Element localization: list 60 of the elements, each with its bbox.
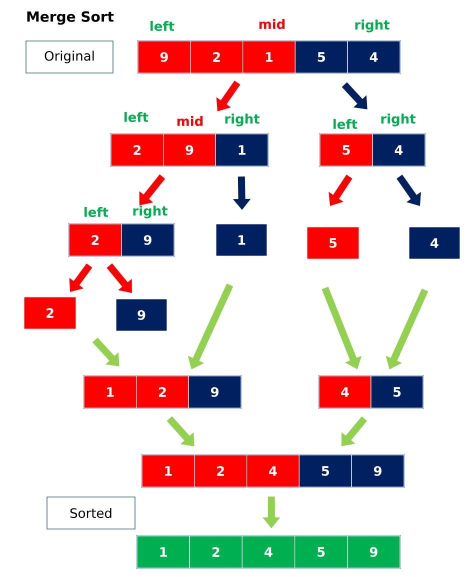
array-cell: 4 xyxy=(347,40,400,74)
array-cell: 2 xyxy=(190,40,244,74)
pointer-label: right xyxy=(355,20,390,32)
array-bar xyxy=(110,133,269,167)
array-cell: 9 xyxy=(347,536,400,568)
array-cell: 1 xyxy=(142,454,195,488)
array-cell: 5 xyxy=(298,454,352,488)
array-bar xyxy=(136,535,401,569)
pointer-label: left xyxy=(150,20,174,32)
block-arrow xyxy=(166,416,194,446)
block-arrow xyxy=(342,82,368,110)
array-cell: 4 xyxy=(372,134,426,166)
pointer-label: left xyxy=(84,206,108,218)
array-cell: 9 xyxy=(138,40,191,74)
array-cell: 9 xyxy=(116,298,168,332)
array-bar xyxy=(141,454,405,488)
array-cell: 5 xyxy=(320,134,373,166)
array-cell: 1 xyxy=(136,536,190,568)
array-cell: 1 xyxy=(215,134,268,166)
pointer-label: left xyxy=(334,118,358,130)
array-cell: 5 xyxy=(306,226,360,260)
pointer-label: left xyxy=(124,112,148,122)
block-arrow xyxy=(92,338,120,366)
array-cell: 2 xyxy=(189,536,242,568)
block-arrow xyxy=(341,416,368,446)
title: Merge Sort xyxy=(27,11,114,25)
array-cell: 9 xyxy=(163,134,216,166)
array-bar xyxy=(319,133,426,167)
array-cell: 4 xyxy=(408,226,460,260)
block-arrow xyxy=(139,174,166,206)
array-cell: 5 xyxy=(370,376,424,408)
array-cell: 9 xyxy=(121,224,174,256)
array-bar xyxy=(83,375,242,409)
array-cell: 9 xyxy=(351,454,404,488)
array-bar xyxy=(318,375,424,409)
array-cell: 5 xyxy=(294,40,348,74)
array-cell: 4 xyxy=(242,536,296,568)
array-cell: 2 xyxy=(110,134,164,166)
array-cell: 2 xyxy=(136,376,189,408)
pointer-label: right xyxy=(225,114,260,126)
array-cell: 1 xyxy=(242,40,296,74)
array-bar xyxy=(137,40,401,74)
pointer-label: mid xyxy=(259,18,285,30)
array-cell: 9 xyxy=(188,376,242,408)
block-arrow xyxy=(106,263,132,293)
pointer-label: mid xyxy=(177,116,203,126)
block-arrow xyxy=(396,174,421,206)
label-box: Original xyxy=(26,40,114,74)
array-cell: 2 xyxy=(68,224,122,256)
array-bar xyxy=(68,223,175,257)
pointer-label: right xyxy=(133,206,168,218)
array-cell: 2 xyxy=(24,296,76,330)
array-cell: 2 xyxy=(194,454,248,488)
array-cell: 5 xyxy=(294,536,348,568)
array-cell: 1 xyxy=(84,376,137,408)
pointer-label: right xyxy=(381,114,416,126)
array-cell: 1 xyxy=(216,224,268,256)
label-box: Sorted xyxy=(46,496,136,530)
array-cell: 4 xyxy=(246,454,300,488)
array-cell: 4 xyxy=(318,376,372,408)
